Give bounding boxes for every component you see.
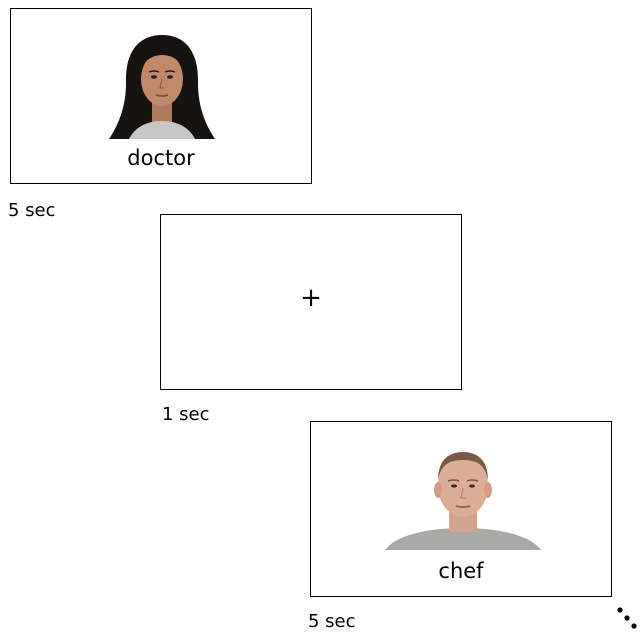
- duration-label: 5 sec: [8, 200, 56, 221]
- fixation-cross: +: [300, 283, 322, 313]
- ellipsis-dots-icon: [617, 607, 637, 629]
- male-face-photo-icon: [385, 452, 541, 550]
- duration-label: 1 sec: [162, 404, 210, 425]
- female-face-photo-icon: [109, 35, 215, 139]
- duration-label: 5 sec: [308, 611, 356, 632]
- stimulus-frame-1: doctor: [10, 8, 312, 184]
- fixation-frame: +: [160, 214, 462, 390]
- stimulus-frame-2: chef: [310, 421, 612, 597]
- stimulus-word: chef: [438, 559, 484, 583]
- stimulus-word: doctor: [127, 146, 195, 170]
